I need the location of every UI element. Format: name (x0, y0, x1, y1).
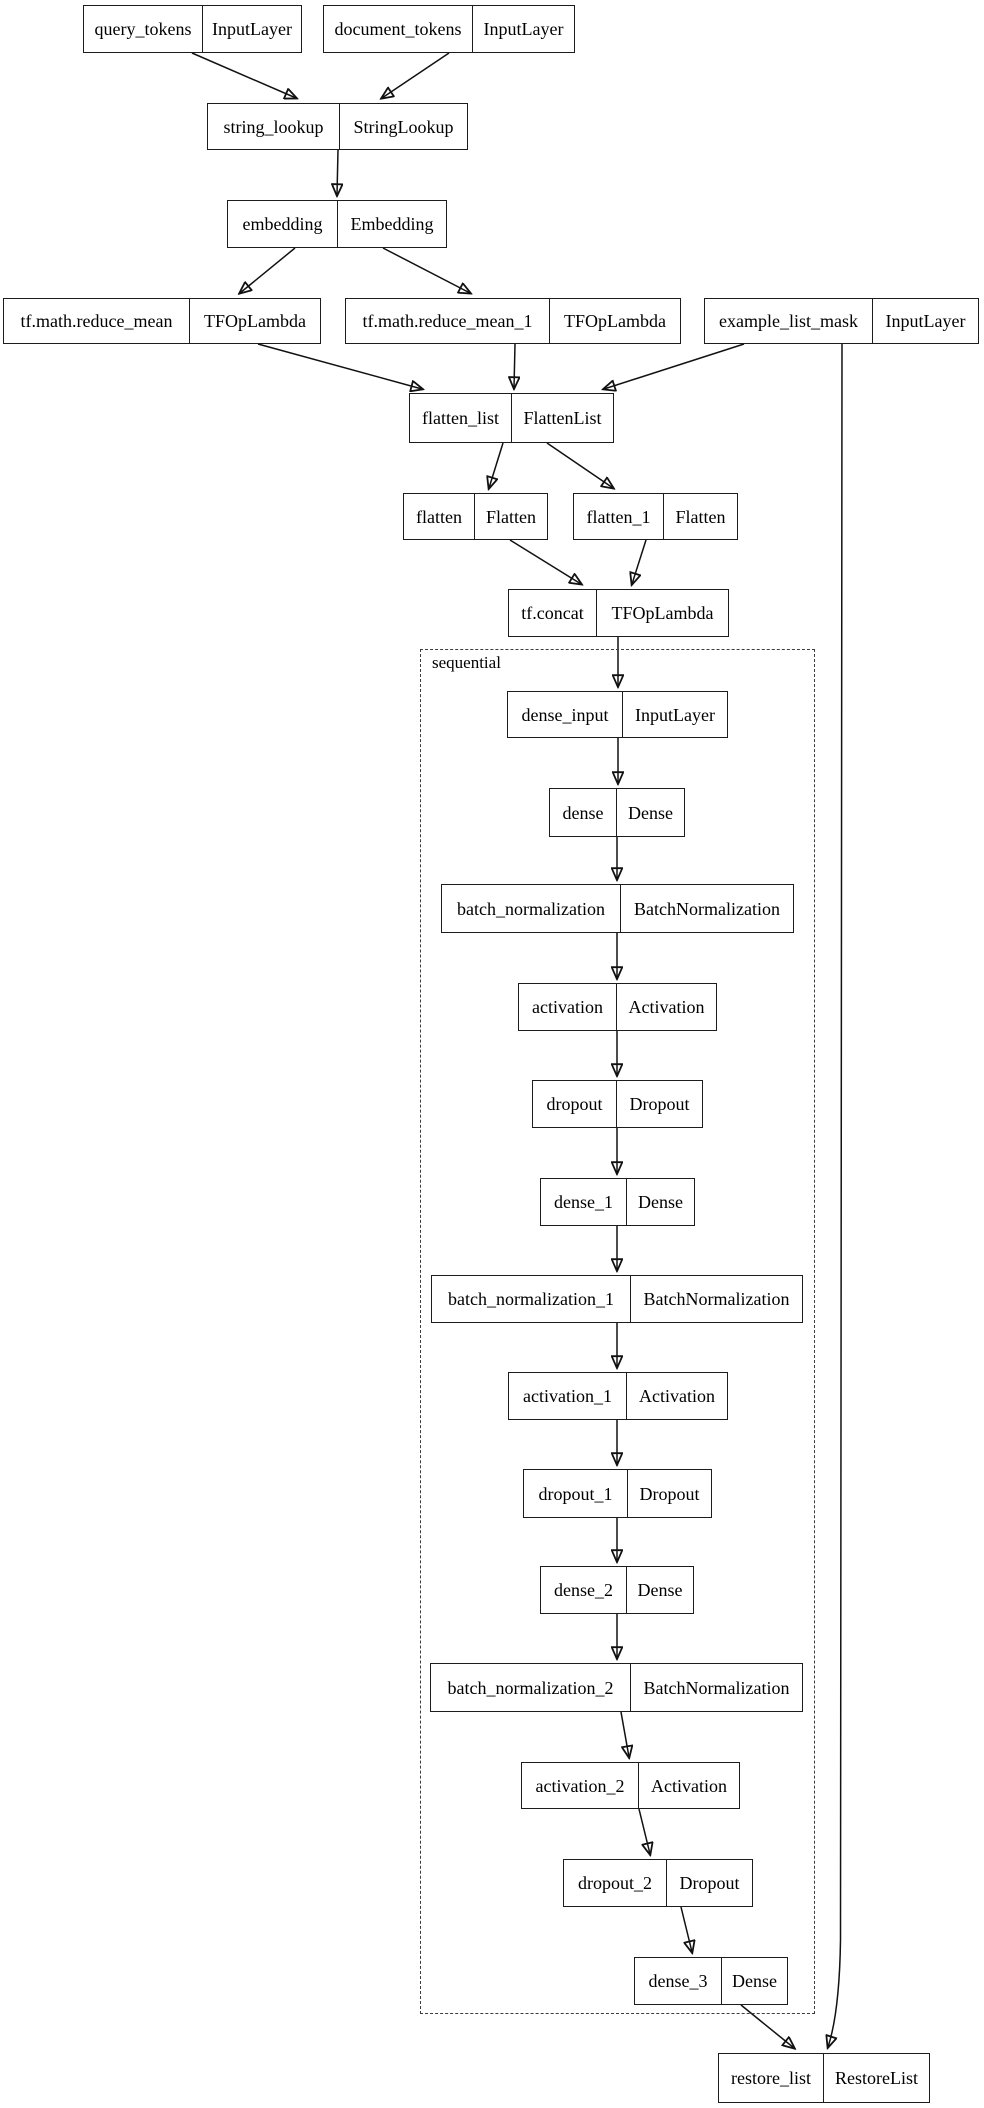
layer-name-label: dropout_2 (578, 1873, 652, 1893)
node-dense_input: dense_input InputLayer (507, 691, 728, 738)
layer-name-label: batch_normalization_1 (448, 1289, 614, 1309)
edge-flatten_list-to-flatten_1 (546, 442, 613, 488)
node-restore_list: restore_list RestoreList (718, 2053, 930, 2103)
edge-example_list_mask-to-flatten_list (604, 343, 745, 389)
node-example_list_mask: example_list_mask InputLayer (704, 298, 979, 344)
edge-flatten_list-to-flatten (489, 442, 504, 488)
node-embedding: embedding Embedding (227, 200, 447, 248)
layer-name-label: dense (562, 802, 604, 823)
node-batch_normalization: batch_normalization BatchNormalization (441, 884, 794, 933)
node-document_tokens: document_tokens InputLayer (323, 5, 575, 53)
node-query_tokens: query_tokens InputLayer (83, 5, 302, 53)
layer-name-label: embedding (242, 214, 323, 234)
node-tf.concat: tf.concat TFOpLambda (508, 589, 729, 637)
layer-name-label: dropout (546, 1094, 603, 1114)
layer-type-label: Dense (626, 1567, 693, 1613)
edge-flatten_1-to-tf.concat (632, 539, 647, 584)
layer-name-label: batch_normalization_2 (447, 1677, 614, 1698)
edge-tf.math.reduce_mean-to-flatten_list (257, 343, 422, 389)
node-tf.math.reduce_mean: tf.math.reduce_mean TFOpLambda (3, 298, 321, 344)
node-dropout_2: dropout_2 Dropout (563, 1859, 753, 1907)
layer-type-label: InputLayer (622, 692, 727, 737)
layer-type-label: Dense (721, 1958, 787, 2004)
node-activation_2: activation_2 Activation (521, 1762, 740, 1809)
node-dropout: dropout Dropout (532, 1080, 703, 1128)
layer-name-label: activation (532, 997, 603, 1017)
node-dense_2: dense_2 Dense (540, 1566, 694, 1614)
node-dropout_1: dropout_1 Dropout (523, 1469, 712, 1518)
edge-embedding-to-tf.math.reduce_mean_1 (382, 247, 470, 293)
node-string_lookup: string_lookup StringLookup (207, 103, 468, 150)
layer-type-label: RestoreList (823, 2054, 929, 2102)
edge-flatten-to-tf.concat (509, 539, 581, 584)
layer-type-label: StringLookup (339, 104, 467, 149)
node-flatten: flatten Flatten (403, 493, 548, 540)
layer-type-label: Dense (626, 1179, 694, 1225)
edge-embedding-to-tf.math.reduce_mean (240, 247, 296, 293)
layer-type-label: Dropout (616, 1081, 702, 1127)
node-activation_1: activation_1 Activation (508, 1372, 728, 1420)
layer-type-label: Flatten (474, 494, 547, 539)
layer-name-label: dense_2 (554, 1580, 613, 1600)
node-batch_normalization_1: batch_normalization_1 BatchNormalization (431, 1275, 803, 1323)
layer-type-label: TFOpLambda (549, 299, 680, 343)
node-batch_normalization_2: batch_normalization_2 BatchNormalization (430, 1663, 803, 1712)
layer-type-label: TFOpLambda (189, 299, 320, 343)
node-activation: activation Activation (518, 983, 717, 1031)
layer-name-label: tf.math.reduce_mean (20, 311, 173, 331)
edge-tf.math.reduce_mean_1-to-flatten_list (514, 343, 515, 388)
layer-name-label: flatten (416, 506, 462, 527)
layer-name-label: flatten_1 (586, 506, 651, 527)
layer-type-label: InputLayer (472, 6, 574, 52)
node-dense_3: dense_3 Dense (634, 1957, 788, 2005)
layer-name-label: flatten_list (422, 408, 499, 428)
cluster-label: sequential (432, 653, 501, 672)
edge-document_tokens-to-string_lookup (382, 52, 450, 98)
layer-type-label: BatchNormalization (630, 1664, 802, 1711)
layer-type-label: FlattenList (511, 394, 613, 442)
layer-name-label: tf.concat (521, 603, 584, 623)
layer-type-label: Activation (638, 1763, 739, 1808)
layer-type-label: BatchNormalization (630, 1276, 802, 1322)
layer-type-label: BatchNormalization (620, 885, 793, 932)
layer-type-label: InputLayer (202, 6, 301, 52)
layer-name-label: restore_list (731, 2068, 811, 2088)
node-flatten_1: flatten_1 Flatten (573, 493, 738, 540)
layer-type-label: Dense (616, 789, 684, 836)
layer-name-label: string_lookup (223, 116, 324, 137)
layer-name-label: example_list_mask (719, 311, 858, 331)
layer-type-label: Embedding (337, 201, 446, 247)
layer-name-label: dense_input (521, 704, 609, 725)
node-flatten_list: flatten_list FlattenList (409, 393, 614, 443)
sequential-cluster: sequential (420, 649, 815, 2014)
edge-string_lookup-to-embedding (337, 149, 338, 195)
layer-type-label: TFOpLambda (596, 590, 728, 636)
edge-query_tokens-to-string_lookup (191, 52, 296, 98)
layer-type-label: Activation (616, 984, 716, 1030)
layer-type-label: Activation (626, 1373, 727, 1419)
node-dense_1: dense_1 Dense (540, 1178, 695, 1226)
layer-name-label: dense_1 (554, 1192, 613, 1212)
layer-type-label: Dropout (666, 1860, 752, 1906)
layer-name-label: tf.math.reduce_mean_1 (362, 311, 533, 331)
layer-type-label: InputLayer (872, 299, 978, 343)
edge-example_list_mask-to-restore_list (828, 343, 843, 2047)
layer-name-label: dropout_1 (538, 1483, 613, 1504)
layer-type-label: Flatten (663, 494, 737, 539)
layer-type-label: Dropout (627, 1470, 711, 1517)
node-tf.math.reduce_mean_1: tf.math.reduce_mean_1 TFOpLambda (345, 298, 681, 344)
layer-name-label: activation_1 (523, 1386, 612, 1406)
layer-name-label: query_tokens (94, 19, 192, 39)
node-dense: dense Dense (549, 788, 685, 837)
layer-name-label: batch_normalization (457, 898, 605, 919)
layer-name-label: dense_3 (648, 1971, 708, 1991)
layer-name-label: activation_2 (535, 1775, 625, 1796)
layer-name-label: document_tokens (334, 19, 462, 39)
